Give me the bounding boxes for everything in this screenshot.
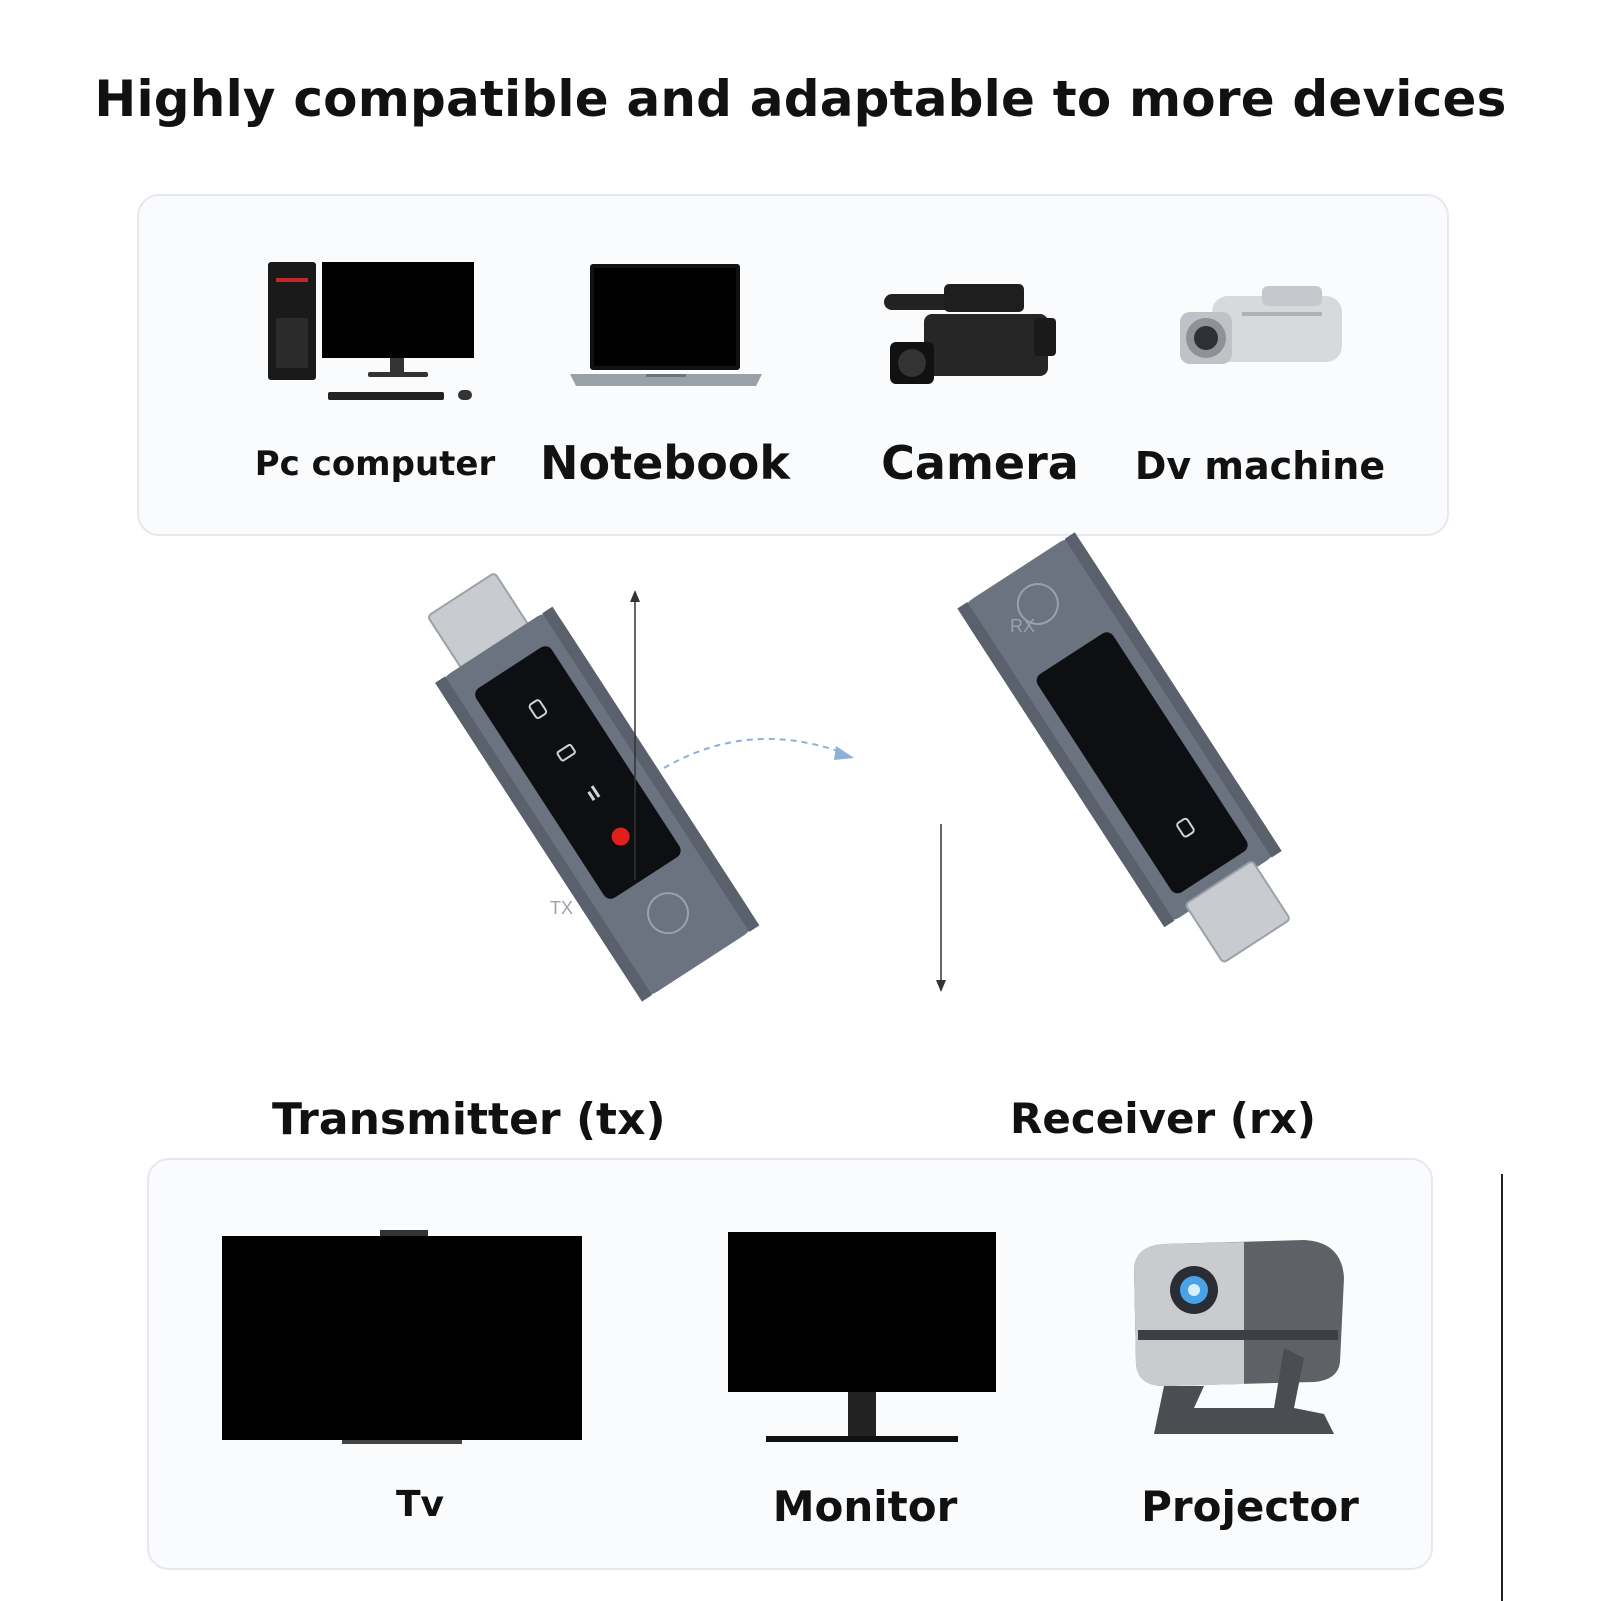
source-label-dv-machine: Dv machine (1134, 444, 1386, 488)
dv-machine-icon (1180, 286, 1342, 364)
projector-icon (1134, 1240, 1344, 1434)
source-label-camera: Camera (881, 436, 1079, 490)
monitor-icon (728, 1232, 996, 1442)
camera-icon (884, 284, 1056, 384)
source-label-pc: Pc computer (254, 444, 496, 484)
down-arrow-icon (936, 824, 946, 992)
notebook-icon (570, 264, 762, 386)
transmitter-label: Transmitter (tx) (272, 1094, 666, 1145)
pc-computer-icon (268, 262, 474, 400)
tv-icon (222, 1230, 582, 1444)
receiver-label: Receiver (rx) (1010, 1094, 1316, 1143)
rx-badge: RX (1010, 616, 1035, 636)
source-devices-panel (137, 194, 1449, 536)
receiver-device: RX (957, 532, 1290, 963)
divider-line (1501, 1174, 1503, 1601)
signal-dashed-arrow-icon (663, 737, 854, 769)
display-label-monitor: Monitor (772, 1482, 958, 1531)
display-label-tv: Tv (395, 1484, 445, 1525)
source-label-notebook: Notebook (539, 436, 790, 490)
page-title: Highly compatible and adaptable to more … (94, 70, 1507, 128)
tx-badge: TX (550, 898, 573, 918)
transmitter-device: TX (428, 573, 760, 1002)
display-label-projector: Projector (1141, 1482, 1359, 1531)
up-arrow-icon (630, 590, 640, 880)
